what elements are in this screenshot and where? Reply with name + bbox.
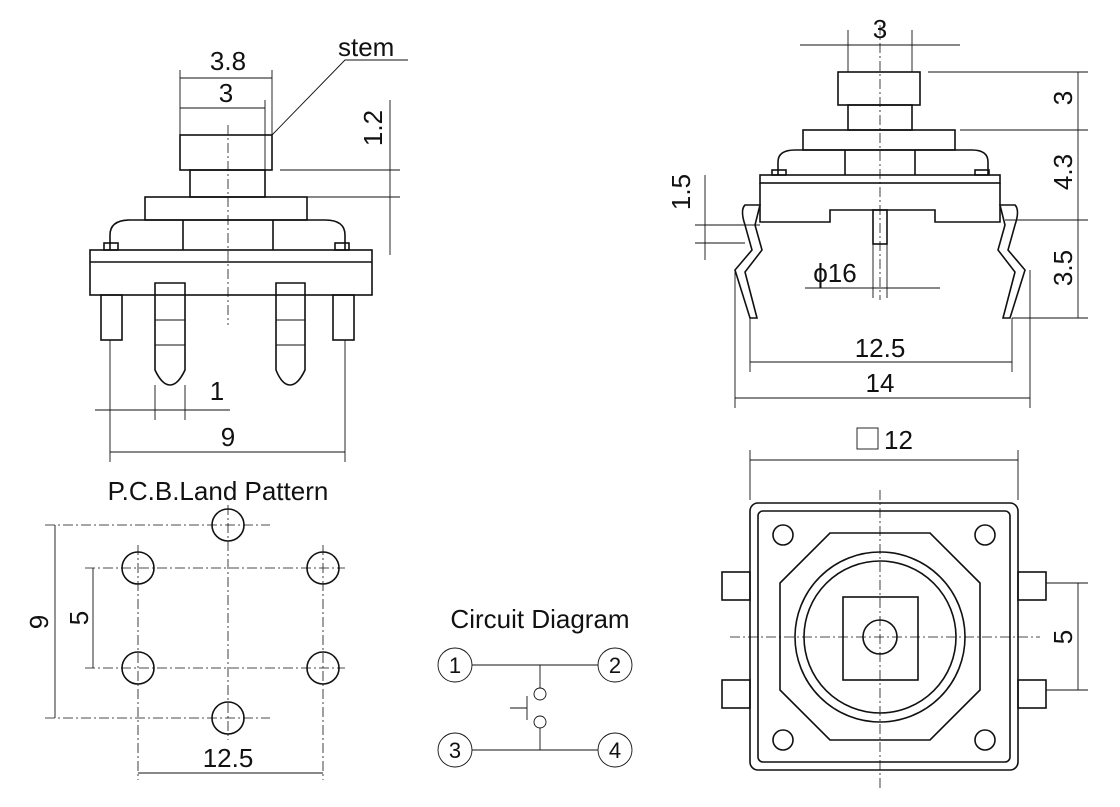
pin-3-label: 3 xyxy=(449,738,461,763)
top-view: 12 5 xyxy=(721,425,1088,790)
dim-front-stem: 3 xyxy=(873,14,887,44)
dim-body-height: 4.3 xyxy=(1048,154,1078,190)
pcb-dim-width: 12.5 xyxy=(203,743,254,773)
dim-stem-height: 3 xyxy=(1048,91,1078,105)
circuit-diagram: Circuit Diagram 1 2 3 4 xyxy=(437,604,633,768)
dim-size: 12 xyxy=(884,425,913,455)
pcb-land-pattern: P.C.B.Land Pattern 9 5 12.5 xyxy=(24,476,345,780)
circuit-title: Circuit Diagram xyxy=(450,604,629,634)
dim-diameter: ϕ16 xyxy=(813,258,856,288)
front-view: 3 3 4.3 3.5 1.5 ϕ16 12.5 14 xyxy=(666,14,1088,408)
dim-leg-height: 3.5 xyxy=(1048,250,1078,286)
pin-1-label: 1 xyxy=(449,653,461,678)
pin-4-label: 4 xyxy=(609,738,621,763)
pcb-title: P.C.B.Land Pattern xyxy=(108,476,329,506)
dim-outer-span: 14 xyxy=(866,368,895,398)
pcb-dim-pitch: 5 xyxy=(64,611,94,625)
dim-stem-inner: 3 xyxy=(219,78,233,108)
dim-pin-width: 1 xyxy=(210,376,224,406)
dim-stem-height: 1.2 xyxy=(358,110,388,146)
pcb-dim-height: 9 xyxy=(24,615,54,629)
dim-inner-span: 12.5 xyxy=(855,333,906,363)
dim-offset: 1.5 xyxy=(666,174,696,210)
dim-stem-outer: 3.8 xyxy=(210,46,246,76)
side-view: 3.8 3 stem 1.2 1 9 xyxy=(89,32,408,462)
dim-pin-pitch: 5 xyxy=(1048,630,1078,644)
stem-label: stem xyxy=(338,32,394,62)
dim-pin-span: 9 xyxy=(221,422,235,452)
pin-2-label: 2 xyxy=(609,653,621,678)
